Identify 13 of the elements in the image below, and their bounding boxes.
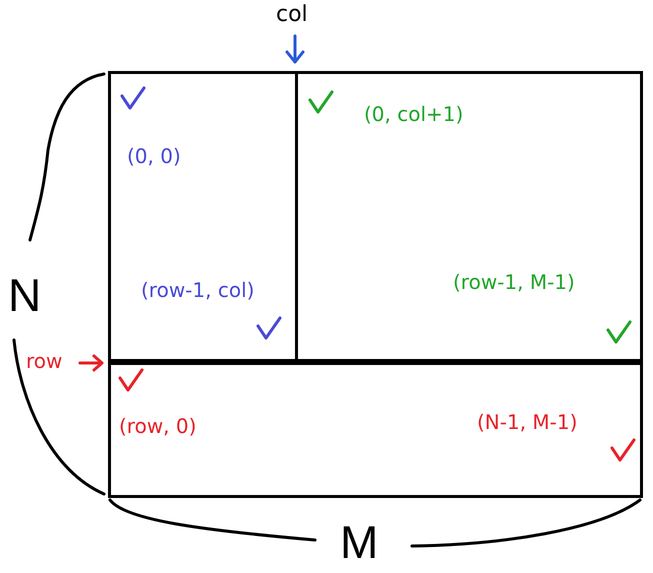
grid-region [295,71,643,365]
coordinate-label: (0, col+1) [364,102,464,126]
dimension-label: N [8,268,42,322]
position-label: row [26,349,62,373]
grid-region [108,359,643,498]
coordinate-label: (row, 0) [119,414,196,438]
coordinate-label: (row-1, col) [141,278,254,302]
coordinate-label: (N-1, M-1) [477,410,578,434]
dimension-label: M [340,515,378,569]
coordinate-label: (0, 0) [127,144,181,168]
coordinate-label: (row-1, M-1) [453,270,575,294]
grid-region [108,71,298,365]
position-label: col [276,2,308,27]
